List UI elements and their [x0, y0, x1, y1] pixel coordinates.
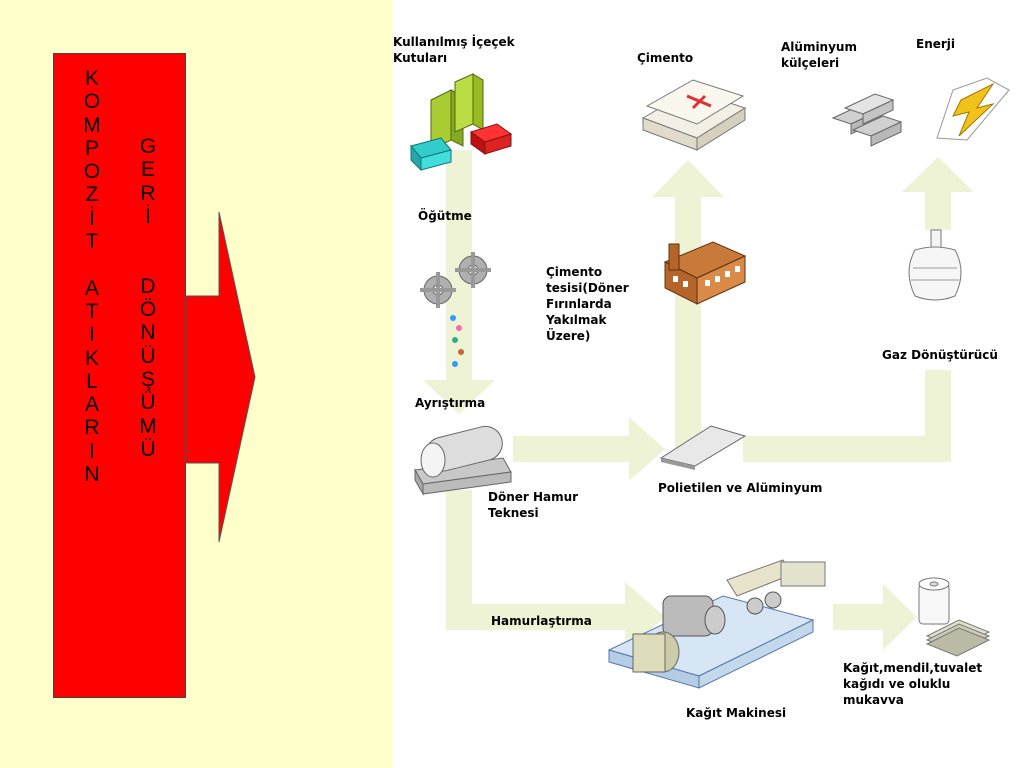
- label-used-cartons: Kullanılmış İçeçek Kutuları: [393, 34, 515, 66]
- title-letter: D: [140, 274, 156, 298]
- label-line: mukavva: [843, 693, 904, 707]
- paper-products-icon: [918, 577, 991, 657]
- left-panel: K O M P O Z İ T A T I K L A R I N G E R …: [0, 0, 393, 768]
- label-line: kağıdı ve oluklu: [843, 677, 951, 691]
- energy-lightning-icon: [936, 77, 1010, 141]
- title-letter: A: [84, 393, 99, 417]
- label-line: Çimento: [546, 265, 603, 279]
- label-line: Alüminyum: [781, 40, 857, 54]
- flow-arrow-horizontal: [743, 436, 951, 462]
- aluminium-ingots-icon: [831, 93, 903, 147]
- title-letter: O: [83, 90, 101, 114]
- title-letter: Ü: [140, 391, 156, 415]
- cement-bags-icon: [641, 79, 747, 151]
- flow-arrow-vertical: [925, 370, 951, 462]
- title-letter: E: [140, 158, 155, 182]
- flow-arrow-head-up: [652, 160, 724, 197]
- label-line: Fırınlarda: [546, 297, 612, 311]
- flow-arrow-head-up: [902, 157, 974, 192]
- gears-icon: [420, 252, 491, 367]
- label-line: Üzere): [546, 329, 591, 343]
- title-letter: I: [89, 323, 95, 347]
- title-letter: İ: [89, 206, 95, 230]
- label-line: Teknesi: [488, 506, 539, 520]
- paper-machine-icon: [607, 559, 826, 689]
- big-right-arrow: [185, 211, 256, 543]
- cement-plant-icon: [663, 241, 747, 305]
- title-letter: N: [84, 463, 100, 487]
- title-letter: T: [85, 299, 99, 323]
- label-pulper: Döner Hamur Teknesi: [488, 489, 578, 521]
- title-letter: M: [83, 113, 101, 137]
- polyethylene-aluminium-icon: [659, 425, 747, 470]
- flow-arrow-up: [675, 195, 701, 450]
- label-line: Döner Hamur: [488, 490, 579, 504]
- title-letter: Ü: [140, 437, 156, 461]
- label-paper-machine: Kağıt Makinesi: [686, 706, 787, 720]
- title-letter: G: [139, 135, 157, 158]
- flow-arrow-head-right: [629, 417, 665, 481]
- title-recycling: G E R İ D Ö N Ü Ş Ü M Ü: [134, 135, 162, 461]
- label-cement: Çimento: [637, 51, 694, 65]
- label-line: külçeleri: [781, 56, 840, 70]
- flow-arrows: [423, 150, 974, 652]
- right-panel: Kullanılmış İçeçek Kutuları Öğütme Çimen…: [393, 0, 1024, 768]
- label-line: Kutuları: [393, 51, 448, 65]
- label-line: tesisi(Döner: [546, 281, 629, 295]
- label-separation: Ayrıştırma: [415, 396, 486, 410]
- title-letter: Ş: [140, 367, 155, 391]
- title-letter: Ö: [139, 298, 157, 322]
- label-pulping: Hamurlaştırma: [491, 614, 592, 628]
- title-box: [53, 53, 186, 698]
- label-cement-plant: Çimento tesisi(Döner Fırınlarda Yakılmak…: [546, 264, 629, 344]
- label-grinding: Öğütme: [418, 209, 472, 223]
- title-letter: Ü: [140, 344, 156, 368]
- label-line: Yakılmak: [546, 313, 607, 327]
- title-letter: K: [84, 67, 99, 90]
- title-letter: P: [84, 136, 99, 160]
- pulper-drum-icon: [414, 425, 512, 496]
- title-letter: T: [85, 230, 99, 254]
- recycling-flow-diagram: [410, 73, 1010, 689]
- title-composite-waste: K O M P O Z İ T A T I K L A R I N: [78, 67, 106, 486]
- beverage-cartons-icon: [410, 73, 513, 172]
- label-polyethylene-aluminium: Polietilen ve Alüminyum: [658, 481, 823, 495]
- flow-arrow-horizontal: [513, 436, 633, 462]
- title-letter: M: [139, 414, 157, 438]
- flow-arrow-horizontal: [446, 604, 651, 630]
- flow-arrow-head-down: [423, 380, 495, 414]
- title-letter: N: [140, 321, 156, 345]
- title-letter: I: [89, 439, 95, 463]
- title-letter: K: [84, 346, 99, 370]
- title-letter: R: [84, 416, 100, 440]
- label-products: Kağıt,mendil,tuvalet kağıdı ve oluklu mu…: [843, 660, 982, 708]
- label-aluminium-ingots: Alüminyum külçeleri: [781, 39, 857, 71]
- label-energy: Enerji: [916, 37, 956, 51]
- label-line: Kağıt,mendil,tuvalet: [843, 661, 983, 675]
- label-line: Kullanılmış İçeçek: [393, 35, 515, 49]
- flow-arrow-head-right: [883, 584, 917, 650]
- title-letter: İ: [145, 204, 151, 228]
- title-letter: R: [140, 181, 156, 205]
- title-letter: A: [84, 276, 99, 300]
- title-letter: L: [86, 369, 98, 393]
- title-letter: O: [83, 160, 101, 184]
- label-gasifier: Gaz Dönüştürücü: [882, 348, 998, 362]
- title-letter: Z: [85, 183, 99, 207]
- gasifier-icon: [908, 229, 962, 301]
- flow-arrow-up: [925, 190, 951, 230]
